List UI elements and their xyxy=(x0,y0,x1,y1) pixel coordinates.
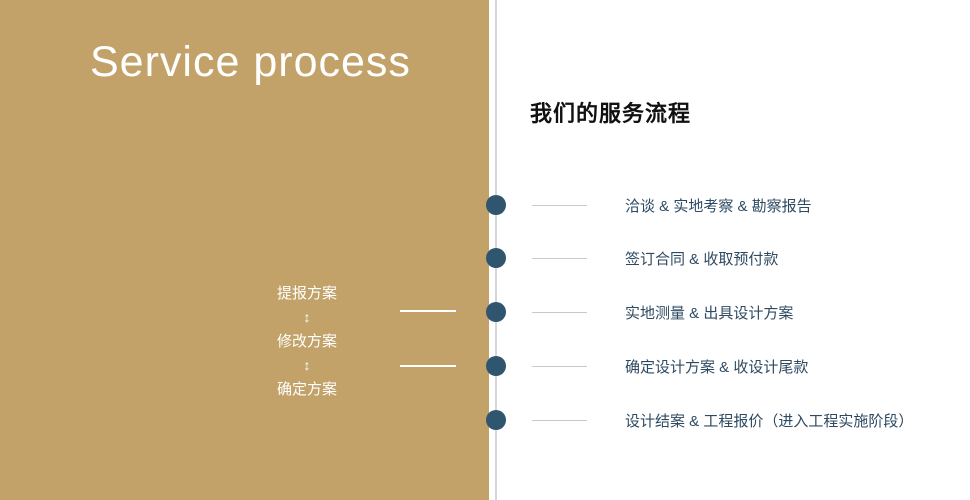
step-row: 签订合同 & 收取预付款 xyxy=(486,248,778,268)
revision-loop: 提报方案 ↕ 修改方案 ↕ 确定方案 xyxy=(262,286,352,397)
timeline-dot xyxy=(486,302,506,322)
step-label: 设计结案 & 工程报价（进入工程实施阶段） xyxy=(625,412,914,430)
dash-line xyxy=(532,311,587,313)
loop-step-revise: 修改方案 xyxy=(276,333,337,350)
connector-line xyxy=(400,310,456,312)
timeline-dot xyxy=(486,410,506,430)
timeline-dot xyxy=(486,195,506,215)
dash-line xyxy=(532,257,587,259)
step-row: 确定设计方案 & 收设计尾款 xyxy=(486,356,808,376)
section-title: 我们的服务流程 xyxy=(530,101,692,126)
timeline-dot xyxy=(486,248,506,268)
step-row: 实地测量 & 出具设计方案 xyxy=(486,302,793,322)
loop-step-submit: 提报方案 xyxy=(276,285,337,302)
step-row: 设计结案 & 工程报价（进入工程实施阶段） xyxy=(486,410,913,430)
dash-line xyxy=(532,365,587,367)
step-row: 洽谈 & 实地考察 & 勘察报告 xyxy=(486,195,812,215)
up-down-arrow-icon: ↕ xyxy=(303,309,311,325)
timeline-dot xyxy=(486,356,506,376)
connector-line xyxy=(400,365,456,367)
slide-title: Service process xyxy=(90,38,411,86)
up-down-arrow-icon: ↕ xyxy=(303,357,311,373)
left-panel: Service process 提报方案 ↕ 修改方案 ↕ 确定方案 xyxy=(0,0,489,500)
step-label: 实地测量 & 出具设计方案 xyxy=(625,304,794,322)
step-label: 洽谈 & 实地考察 & 勘察报告 xyxy=(625,197,812,215)
step-label: 确定设计方案 & 收设计尾款 xyxy=(625,358,809,376)
dash-line xyxy=(532,419,587,421)
dash-line xyxy=(532,204,587,206)
step-label: 签订合同 & 收取预付款 xyxy=(625,250,779,268)
loop-step-confirm: 确定方案 xyxy=(276,381,337,398)
